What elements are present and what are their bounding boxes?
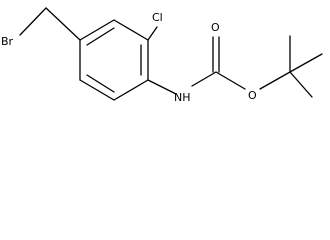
atom-cl: Cl: [152, 11, 163, 24]
bond-br-ch2: [19, 7, 47, 36]
atom-labels: Br Cl NH O O: [1, 11, 257, 104]
bond-tbu-right: [289, 53, 323, 73]
bond-ring-nh: [147, 79, 177, 95]
bond-nh-carbonyl: [191, 71, 217, 87]
ring-bond-1: [79, 19, 115, 41]
structure-diagram: Br Cl NH O O: [1, 7, 323, 104]
atom-br: Br: [1, 35, 14, 48]
atom-o-ester: O: [248, 89, 257, 102]
bond-carbonyl-ester-o: [215, 71, 246, 90]
ring-double-1: [86, 27, 115, 46]
ring-bond-2: [113, 19, 149, 41]
bonds: [19, 7, 323, 101]
ring-bond-5: [79, 79, 115, 101]
ring-bond-4: [113, 79, 149, 101]
atom-o-carbonyl: O: [211, 21, 220, 34]
bond-ch2-ring: [45, 7, 81, 41]
ring-double-3: [86, 74, 115, 93]
bond-ring-cl: [147, 26, 158, 41]
atom-nh: NH: [174, 91, 191, 104]
bond-tbu-down: [289, 71, 313, 98]
bond-ester-o-tbu: [259, 71, 291, 90]
